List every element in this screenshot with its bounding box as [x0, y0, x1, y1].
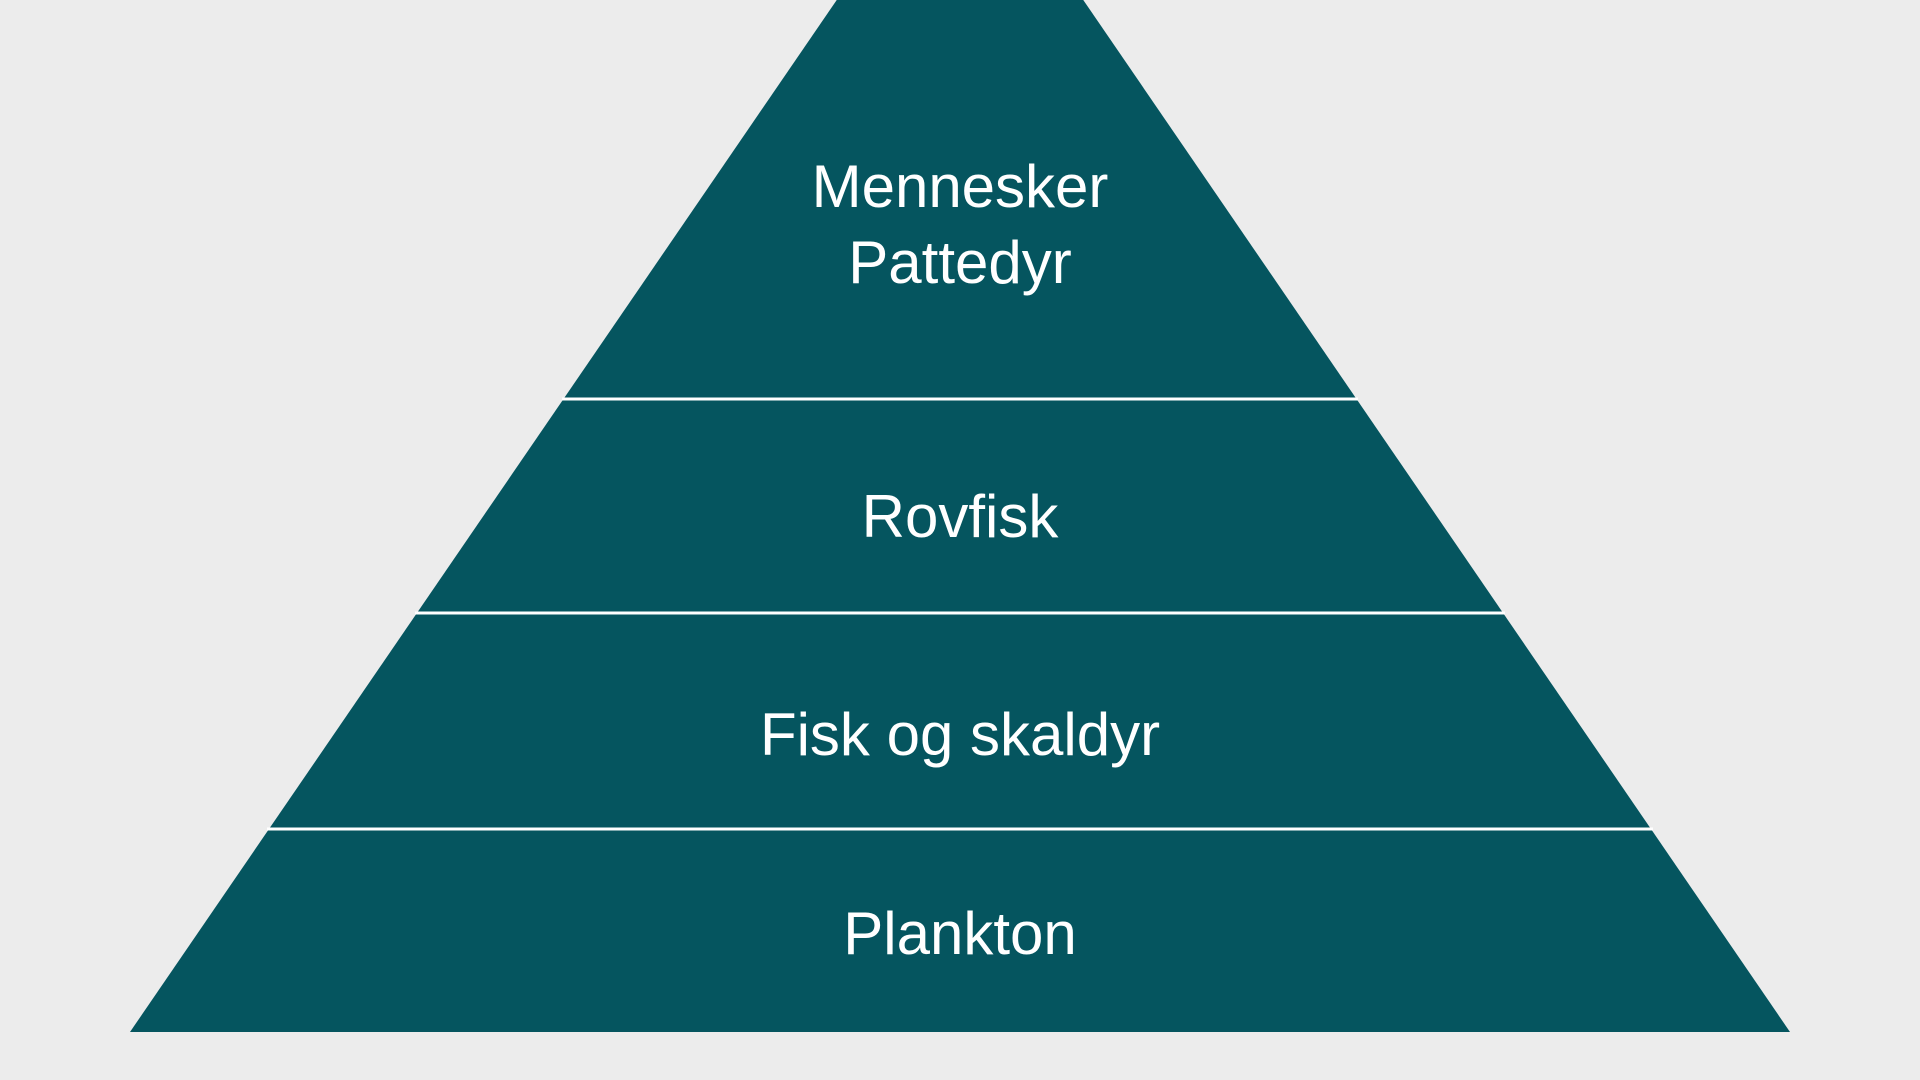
pyramid-level-1-label-line-2: Pattedyr	[848, 229, 1071, 296]
pyramid-level-2-label: Rovfisk	[862, 483, 1060, 550]
pyramid-level-1-label-line-1: Mennesker	[812, 153, 1109, 220]
pyramid-level-4-label: Plankton	[843, 900, 1077, 967]
pyramid-shape	[130, 0, 1790, 1032]
pyramid-level-3-label: Fisk og skaldyr	[760, 701, 1160, 768]
